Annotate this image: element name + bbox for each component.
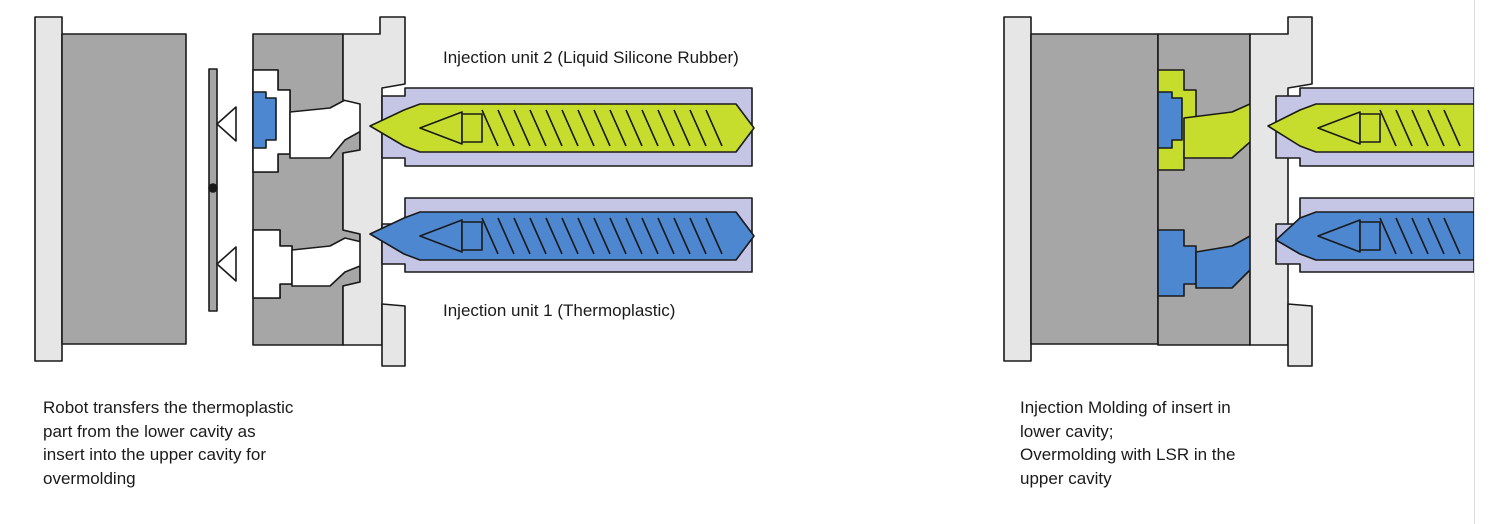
caption-right-line: Overmolding with LSR in the (1020, 445, 1236, 464)
overmolding-diagram (34, 16, 1474, 367)
caption-right-line: Injection Molding of insert in (1020, 398, 1231, 417)
right-diagram (1003, 16, 1474, 367)
injection-unit-1 (369, 197, 755, 273)
left-platen (61, 33, 187, 345)
caption-right: Injection Molding of insert in lower cav… (1020, 396, 1235, 490)
right-platen-thin (1003, 16, 1032, 362)
insert-part-left (252, 91, 277, 149)
injection-unit-1-right (1275, 197, 1474, 273)
label-injection-unit-1: Injection unit 1 (Thermoplastic) (443, 301, 676, 320)
caption-left-line: insert into the upper cavity for (43, 445, 267, 464)
right-platen (1030, 33, 1159, 345)
label-injection-unit-2: Injection unit 2 (Liquid Silicone Rubber… (443, 48, 739, 67)
injection-unit-2 (369, 87, 755, 167)
caption-left: Robot transfers the thermoplastic part f… (43, 396, 293, 490)
figure-canvas: Injection unit 2 (Liquid Silicone Rubber… (34, 16, 1474, 490)
caption-left-line: part from the lower cavity as (43, 421, 256, 441)
stationary-plate-right (1249, 16, 1313, 346)
caption-left-line: Robot transfers the thermoplastic (43, 398, 294, 417)
page-edge-divider (1474, 0, 1475, 524)
stationary-plate-left (342, 16, 406, 346)
left-diagram (34, 16, 755, 367)
left-platen-thin (34, 16, 63, 362)
caption-left-line: overmolding (43, 468, 136, 488)
caption-right-line: upper cavity (1020, 468, 1112, 488)
robot-gripper (208, 68, 237, 312)
caption-right-line: lower cavity; (1020, 421, 1114, 441)
injection-unit-2-right (1267, 87, 1474, 167)
